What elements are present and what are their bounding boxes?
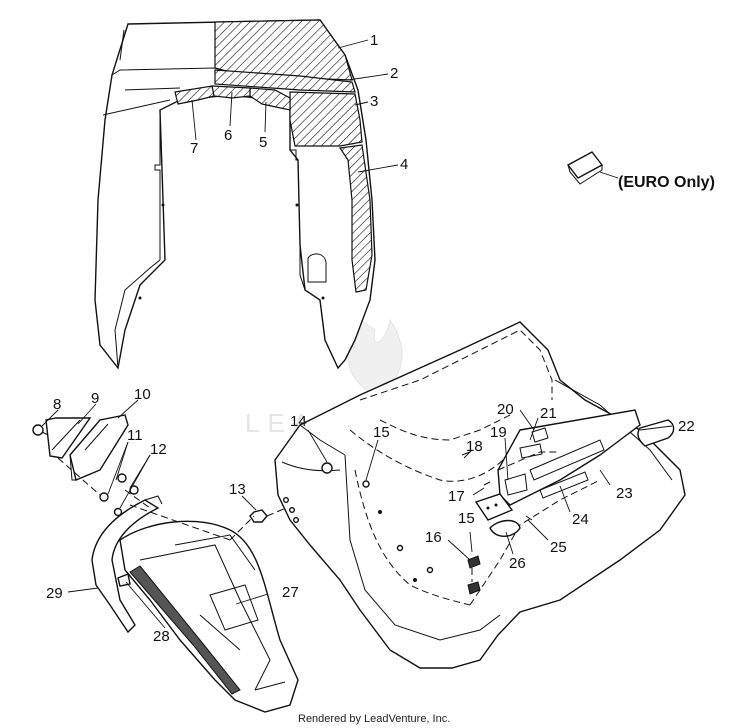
callout-17: 17 (448, 488, 465, 505)
front-bumper-assembly (32, 414, 299, 713)
callout-24: 24 (572, 511, 589, 528)
callout-22: 22 (678, 418, 695, 435)
callout-1: 1 (370, 32, 378, 49)
callout-4: 4 (400, 156, 408, 173)
callout-5: 5 (259, 134, 267, 151)
callout-11: 11 (127, 427, 143, 444)
callout-6: 6 (224, 127, 232, 144)
leader-lines (41, 39, 673, 629)
callout-18: 18 (466, 438, 483, 455)
callout-16: 16 (425, 529, 442, 546)
callout-26: 26 (509, 555, 526, 572)
callout-15a: 15 (373, 424, 390, 441)
hardware (461, 451, 533, 595)
callout-10: 10 (134, 386, 151, 403)
callout-8: 8 (53, 396, 61, 413)
hatch-part-2 (214, 69, 356, 93)
callout-14: 14 (290, 413, 307, 430)
callout-13: 13 (229, 481, 246, 498)
callout-2: 2 (390, 65, 398, 82)
callout-15b: 15 (458, 510, 475, 527)
hatch-part-7 (174, 85, 215, 105)
render-credit: Rendered by LeadVenture, Inc. (298, 713, 450, 725)
hatch-part-6 (211, 85, 251, 99)
euro-decal (566, 151, 619, 185)
hatch-part-4 (338, 144, 373, 293)
callout-3: 3 (370, 93, 378, 110)
euro-only-note: (EURO Only) (618, 174, 715, 191)
callout-labels: 1 2 3 4 5 6 7 8 9 10 11 12 13 14 15 15 1… (46, 32, 715, 725)
callout-7: 7 (190, 140, 198, 157)
callout-20: 20 (497, 401, 514, 418)
callout-9: 9 (91, 390, 99, 407)
callout-21: 21 (540, 405, 557, 422)
callout-27: 27 (282, 584, 299, 601)
callout-25: 25 (550, 539, 567, 556)
callout-28: 28 (153, 628, 170, 645)
callout-29: 29 (46, 585, 63, 602)
callout-23: 23 (616, 485, 633, 502)
upper-hood (94, 19, 376, 370)
callout-12: 12 (150, 441, 167, 458)
hatch-part-3 (289, 91, 363, 147)
callout-19: 19 (490, 424, 507, 441)
